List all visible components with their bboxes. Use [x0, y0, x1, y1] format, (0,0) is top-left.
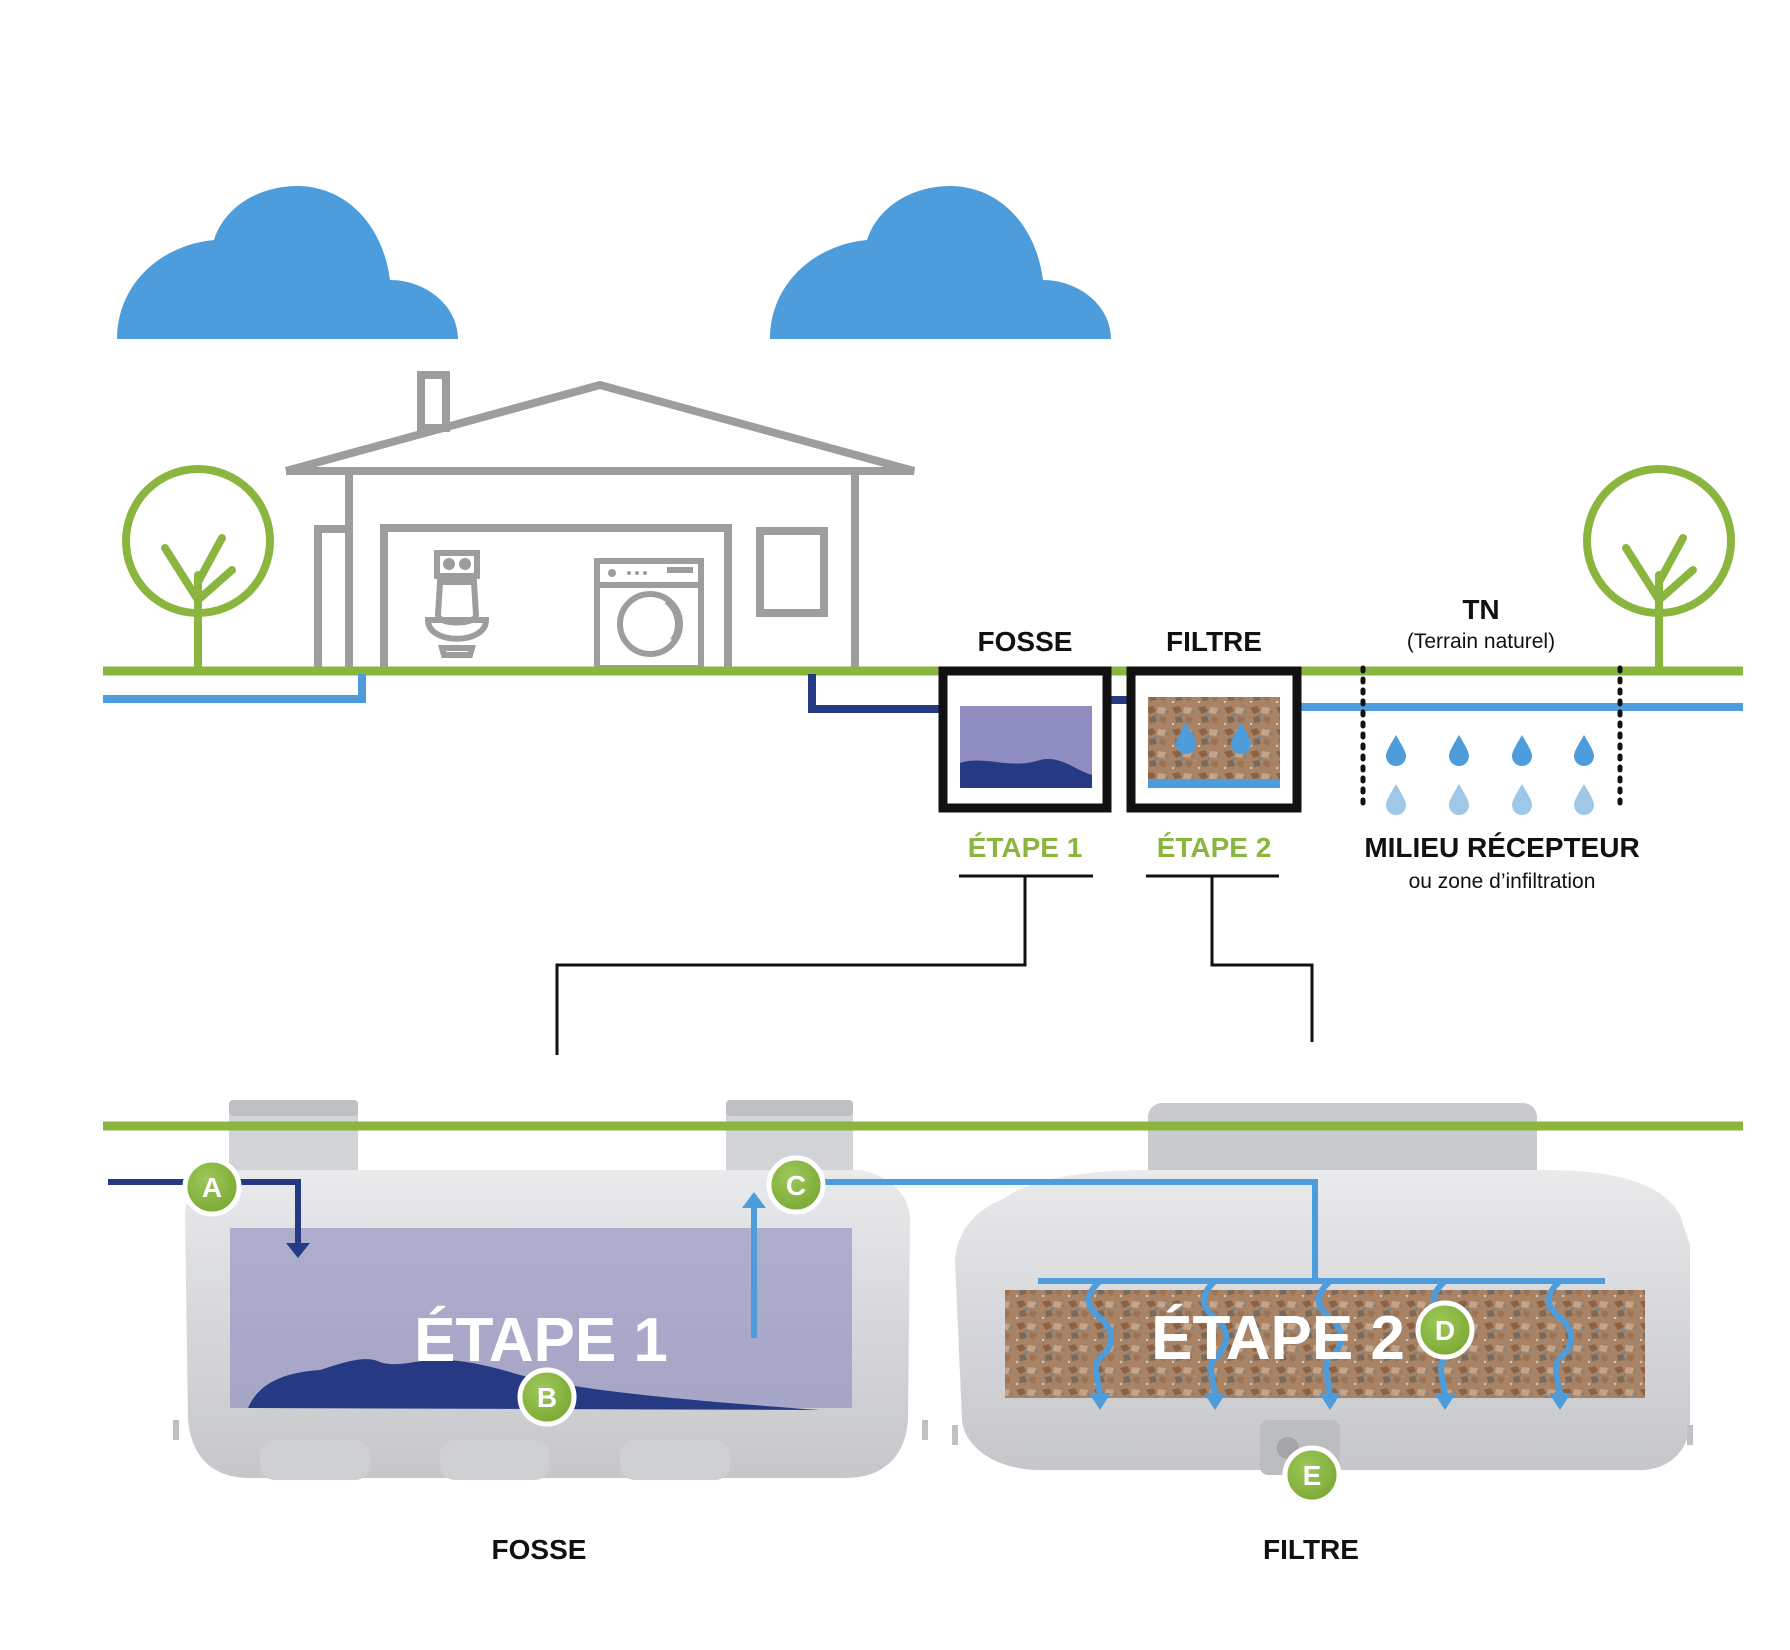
- water-drop-icon: [1574, 735, 1594, 766]
- water-pipe: [103, 674, 366, 703]
- infiltration-drops: [1386, 735, 1594, 815]
- wastewater-pipe: [808, 674, 941, 713]
- cloud-icon: [117, 185, 458, 339]
- etape2-big-label: ÉTAPE 2: [1151, 1304, 1405, 1373]
- svg-text:E: E: [1303, 1460, 1322, 1491]
- tree-icon: [122, 465, 274, 672]
- water-drop-icon: [1512, 784, 1532, 815]
- tree-icon: [1583, 465, 1735, 672]
- water-drop-icon: [1449, 735, 1469, 766]
- water-drop-icon: [1574, 784, 1594, 815]
- filtre-bottom-label: FILTRE: [1263, 1534, 1359, 1565]
- milieu-sub-label: ou zone d’infiltration: [1409, 870, 1596, 893]
- badge-a: A: [182, 1157, 242, 1217]
- svg-text:A: A: [202, 1172, 222, 1203]
- fosse-top-label: FOSSE: [978, 626, 1073, 657]
- etape1-label: ÉTAPE 1: [968, 832, 1083, 863]
- inlet-arrow: [286, 1243, 310, 1258]
- badge-d: D: [1415, 1300, 1475, 1360]
- percolation-arrows: [1089, 1393, 1571, 1410]
- water-drop-icon: [1386, 735, 1406, 766]
- etape2-label: ÉTAPE 2: [1157, 832, 1272, 863]
- cloud-icon: [770, 185, 1111, 339]
- etape1-big-label: ÉTAPE 1: [414, 1306, 668, 1375]
- water-drop-icon: [1231, 722, 1251, 754]
- water-drop-icon: [1176, 722, 1196, 754]
- milieu-recepteur-label: MILIEU RÉCEPTEUR: [1364, 832, 1639, 863]
- water-drop-icon: [1449, 784, 1469, 815]
- svg-text:B: B: [537, 1382, 557, 1413]
- water-drop-icon: [1512, 735, 1532, 766]
- badge-e: E: [1282, 1445, 1342, 1505]
- svg-text:C: C: [786, 1170, 806, 1201]
- etape2-connector: [1210, 876, 1314, 1042]
- water-drop-icon: [1386, 784, 1406, 815]
- fosse-small-box: [938, 666, 1112, 813]
- fosse-bottom-label: FOSSE: [492, 1534, 587, 1565]
- house-icon: [284, 371, 916, 668]
- toilet-icon: [424, 550, 490, 658]
- inlet-pipe: [108, 1179, 301, 1247]
- svg-text:D: D: [1435, 1315, 1455, 1346]
- filtre-small-box: [1126, 666, 1302, 813]
- badge-c: C: [766, 1155, 826, 1215]
- badge-b: B: [517, 1367, 577, 1427]
- washing-machine-icon: [594, 558, 704, 671]
- outlet-arrow: [742, 1192, 766, 1208]
- tn-sub-label: (Terrain naturel): [1407, 630, 1555, 653]
- tn-label: TN: [1462, 594, 1499, 625]
- filtre-top-label: FILTRE: [1166, 626, 1262, 657]
- transfer-pipe: [822, 1179, 1318, 1281]
- etape1-connector: [555, 876, 1027, 1055]
